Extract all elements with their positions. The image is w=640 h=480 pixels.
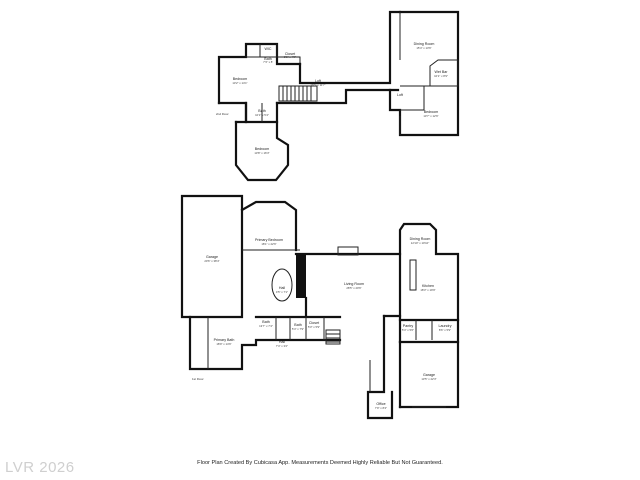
main-closet-label: Closet (309, 321, 319, 325)
main-hall-2-dim: 7'4" x 3'2" (276, 344, 288, 348)
upper-loft-label: Loft (315, 79, 321, 83)
main-floor-label: 1st Floor (192, 377, 204, 381)
upper-floor-label: 2nd Floor (216, 112, 229, 116)
upper-loft-2-label: Loft (397, 93, 403, 97)
main-bath-2-dim: 5'4" x 7'9" (292, 327, 304, 331)
upper-wet-bar-dim: 10'1" x 8'9" (434, 74, 448, 78)
upper-loft-dim: 38'5" x 11'7" (310, 83, 325, 87)
main-dining-room-dim: 12'10" x 10'10" (411, 241, 429, 245)
upper-bedroom-1-dim: 13'2" x 14'1" (232, 81, 247, 85)
living-room-label: Living Room (344, 282, 364, 286)
upper-bedroom-1-label: Bedroom (233, 77, 248, 81)
upper-dining-room-dim: 15'4" x 13'6" (416, 46, 431, 50)
laundry-dim: 8'6" x 5'9" (439, 328, 451, 332)
main-garage-dim: 20'6" x 38'4" (204, 259, 219, 263)
upper-bath-2-label: Bath (258, 109, 265, 113)
office-label: Office (376, 402, 385, 406)
listing-watermark: LVR 2026 (5, 459, 75, 476)
main-floor-plan: Garage 20'6" x 38'4" Primary Bedroom 18'… (180, 194, 460, 420)
main-hall-label: Hall (279, 286, 285, 290)
pantry-dim: 5'4" x 5'6" (402, 328, 414, 332)
upper-bedroom-2-label: Bedroom (424, 110, 439, 114)
floor-plan-disclaimer: Floor Plan Created By Cubicasa App. Meas… (197, 460, 443, 466)
upper-closet-dim: 5'1" x 4'9" (284, 55, 296, 59)
main-garage-label: Garage (206, 255, 218, 259)
right-garage-dim: 13'5" x 22'3" (421, 377, 436, 381)
upper-floor-plan: Bedroom 13'2" x 14'1" Bath 7'3" x 8' Clo… (216, 10, 460, 182)
right-garage-label: Garage (423, 373, 435, 377)
upper-dining-room-label: Dining Room (414, 42, 435, 46)
pantry-label: Pantry (403, 324, 414, 328)
office-dim: 7'9" x 8'4" (375, 406, 387, 410)
kitchen-dim: 18'3" x 19'9" (420, 288, 435, 292)
main-closet-dim: 5'3" x 5'9" (308, 325, 320, 329)
upper-bath-2-dim: 10'1" x 5'4" (255, 113, 269, 117)
upper-wic-label: WIC (265, 47, 272, 51)
primary-bedroom-label: Primary Bedroom (255, 238, 283, 242)
upper-closet-label: Closet (285, 52, 295, 56)
main-hall-2-label: Hall (279, 340, 285, 344)
upper-bath-dim: 7'3" x 8' (263, 60, 273, 64)
upper-bedroom-3-label: Bedroom (255, 147, 270, 151)
main-bath-2-label: Bath (294, 323, 301, 327)
kitchen-label: Kitchen (422, 284, 434, 288)
upper-bedroom-2-dim: 13'7" x 12'6" (423, 114, 438, 118)
living-room-dim: 28'5" x 20'6" (346, 286, 361, 290)
main-bath-1-label: Bath (262, 320, 269, 324)
primary-bedroom-dim: 18'1" x 22'6" (261, 242, 276, 246)
main-hall-dim: 4'5" x 7'1" (276, 290, 288, 294)
laundry-label: Laundry (439, 324, 452, 328)
upper-bedroom-3-dim: 13'8" x 16'3" (254, 151, 269, 155)
primary-bath-dim: 18'9" x 14'6" (216, 342, 231, 346)
primary-bath-label: Primary Bath (214, 338, 235, 342)
main-bath-1-dim: 13'7" x 7'4" (259, 324, 273, 328)
main-dining-room-label: Dining Room (410, 237, 431, 241)
upper-bath-label: Bath (264, 57, 271, 61)
upper-wet-bar-label: Wet Bar (435, 70, 449, 74)
